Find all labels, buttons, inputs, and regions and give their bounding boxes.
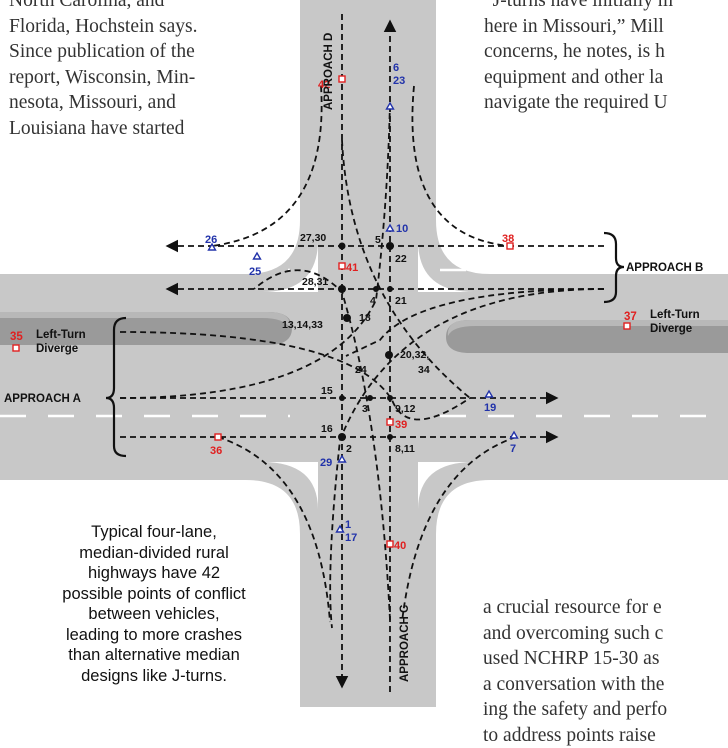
conflict-label: 22 [395,253,407,265]
article-line: a conversation with the [483,672,667,698]
merge-label: 23 [393,75,405,87]
caption-line: between vehicles, [14,604,294,625]
article-line: navigate the required U [484,90,673,116]
article-right-column-bottom: a crucial resource for e and overcoming … [483,595,667,748]
article-line: used NCHRP 15-30 as [483,646,667,672]
article-line: here in Missouri,” Mill [484,14,673,40]
merge-label: 26 [205,234,217,246]
conflict-label: 34 [418,364,430,376]
figure-caption: Typical four-lane, median-divided rural … [14,522,294,686]
merge-label: 6 [393,62,399,74]
legend-left-line2: Diverge [36,343,78,355]
conflict-label: 18 [359,312,371,324]
diverge-label: 40 [394,540,406,552]
merge-label: 19 [484,402,496,414]
conflict-label: 9,12 [395,403,416,415]
article-line: concerns, he notes, is h [484,39,673,65]
article-line: Since publication of the [9,39,197,65]
merge-label: 10 [396,223,408,235]
article-left-column: North Carolina, and Florida, Hochstein s… [9,0,197,141]
conflict-label: 21 [395,295,407,307]
approach-c-label: APPROACH C [399,605,411,682]
conflict-label: 20,32, [400,349,429,361]
caption-line: leading to more crashes [14,625,294,646]
conflict-label: 27,30 [300,232,326,244]
conflict-label: 2 [346,443,352,455]
legend-right-line2: Diverge [650,323,692,335]
article-line: North Carolina, and [9,0,197,14]
caption-line: highways have 42 [14,563,294,584]
merge-label: 1 [345,519,351,531]
conflict-label: 4 [370,295,376,307]
diverge-label: 36 [210,445,222,457]
merge-label: 17 [345,532,357,544]
conflict-label: 28,31 [302,276,328,288]
legend-left-num: 35 [10,331,23,343]
legend-right-num: 37 [624,311,637,323]
merge-label: 7 [510,443,516,455]
approach-d-label: APPROACH D [323,33,335,110]
conflict-label: 24 [355,364,367,376]
conflict-label: 3 [362,403,368,415]
conflict-label: 8,11 [395,443,415,455]
diverge-label: 41 [346,262,358,274]
caption-line: possible points of conflict [14,584,294,605]
diverge-label: 39 [395,419,407,431]
article-line: equipment and other la [484,65,673,91]
approach-a-label: APPROACH A [4,393,81,405]
article-line: a crucial resource for e [483,595,667,621]
article-right-column-top: “J-turns have initially m here in Missou… [484,0,673,116]
conflict-label: 13,14,33 [282,319,323,331]
caption-line: Typical four-lane, [14,522,294,543]
caption-line: median-divided rural [14,543,294,564]
merge-label: 25 [249,266,261,278]
article-line: Florida, Hochstein says. [9,14,197,40]
legend-left-line1: Left-Turn [36,329,86,341]
diverge-label: 38 [502,233,514,245]
caption-line: designs like J-turns. [14,666,294,687]
conflict-label: 15 [321,385,333,397]
conflict-label: 16 [321,423,333,435]
article-line: report, Wisconsin, Min- [9,65,197,91]
approach-b-label: APPROACH B [626,262,703,274]
article-line: “J-turns have initially m [484,0,673,14]
conflict-label: 5 [375,234,381,246]
caption-line: than alternative median [14,645,294,666]
article-line: nesota, Missouri, and [9,90,197,116]
legend-right-line1: Left-Turn [650,309,700,321]
article-line: to address points raise [483,723,667,748]
article-line: ing the safety and perfo [483,697,667,723]
merge-label: 29 [320,457,332,469]
article-line: and overcoming such c [483,621,667,647]
article-line: Louisiana have started [9,116,197,142]
